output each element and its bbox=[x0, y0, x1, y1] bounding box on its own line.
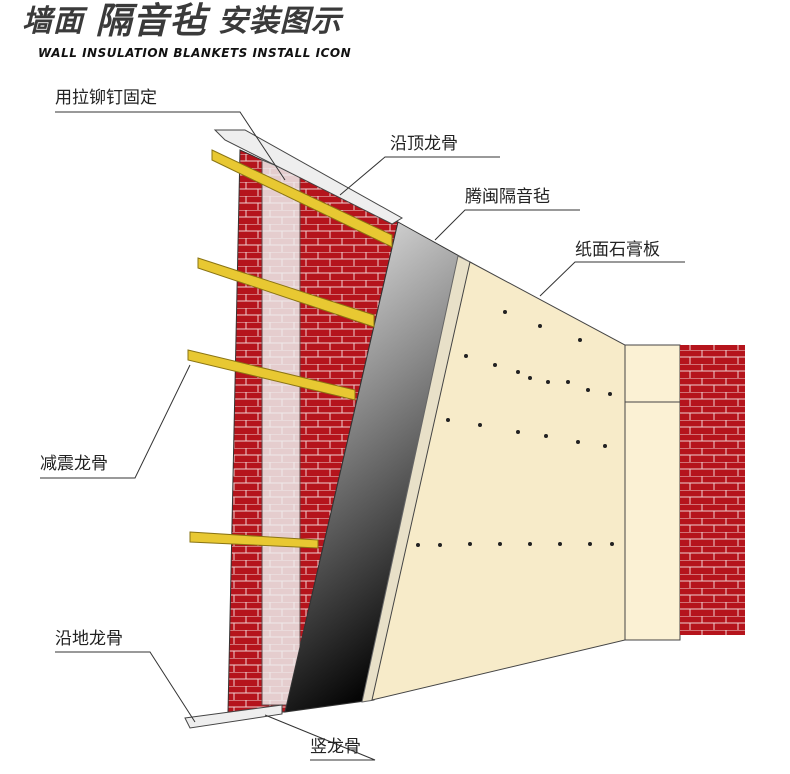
screw-dots bbox=[416, 310, 614, 547]
label-top-track: 沿顶龙骨 bbox=[390, 134, 458, 154]
floor-track bbox=[184, 704, 283, 729]
label-felt: 腾闽隔音毡 bbox=[465, 187, 550, 207]
title-part3: 安装图示 bbox=[217, 4, 342, 39]
brick-wall-right bbox=[680, 345, 745, 635]
label-stud: 竖龙骨 bbox=[310, 737, 361, 757]
gypsum-end bbox=[624, 344, 681, 641]
stud-frame bbox=[261, 159, 301, 706]
title-part1: 墙面 bbox=[22, 4, 84, 39]
top-track bbox=[213, 129, 403, 225]
label-floor-track: 沿地龙骨 bbox=[55, 629, 123, 649]
resilient-channels bbox=[187, 149, 393, 549]
label-resilient-channel: 减震龙骨 bbox=[40, 454, 108, 474]
diagram-title: 墙面 隔音毡 安装图示 bbox=[22, 4, 342, 40]
diagram-subtitle: WALL INSULATION BLANKETS INSTALL ICON bbox=[38, 46, 352, 60]
label-rivet: 用拉铆钉固定 bbox=[55, 88, 157, 108]
label-gypsum: 纸面石膏板 bbox=[575, 240, 660, 260]
title-part2: 隔音毡 bbox=[95, 1, 207, 42]
leader-lines bbox=[40, 111, 685, 761]
